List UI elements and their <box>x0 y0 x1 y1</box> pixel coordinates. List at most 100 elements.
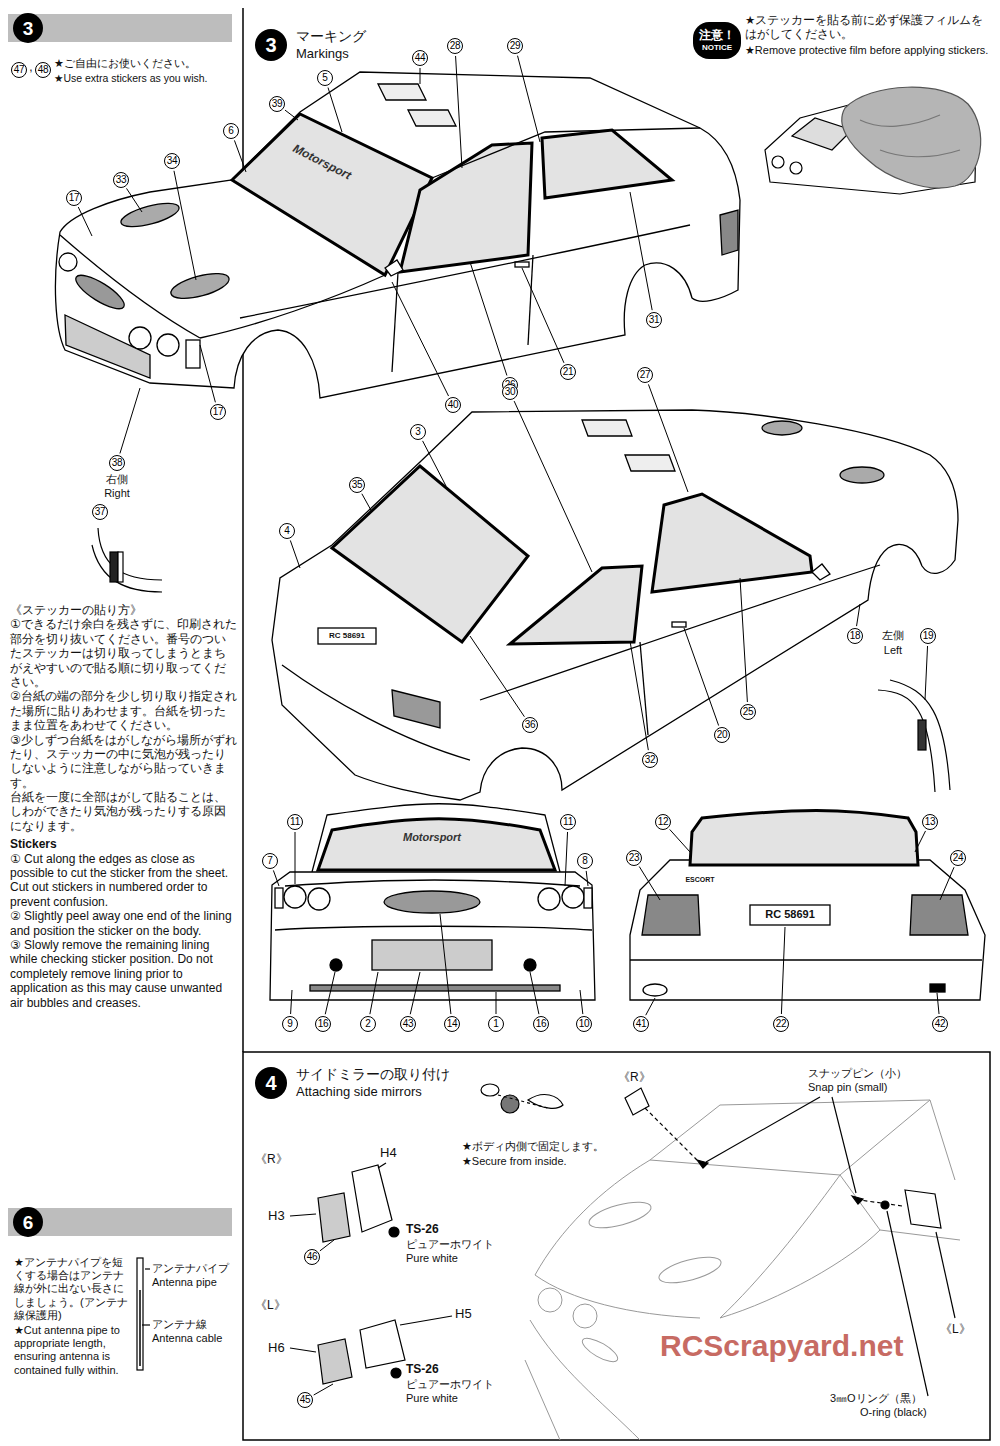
number-plate <box>318 628 376 644</box>
body-crease <box>480 565 880 700</box>
notice-text: 注意！ <box>699 28 735 43</box>
door-handle <box>672 622 686 627</box>
callout-number: 45 <box>297 1392 313 1408</box>
callout-number: 30 <box>502 384 518 400</box>
callout-number: 25 <box>740 704 756 720</box>
hood-edge <box>200 275 385 338</box>
plate-text: RC 58691 <box>765 908 815 921</box>
assembly-line <box>860 1200 902 1206</box>
mirror-install <box>625 1088 955 1396</box>
roof-edge <box>432 128 700 178</box>
hood-vent <box>840 467 884 483</box>
leader-line <box>120 388 140 453</box>
leader-line <box>470 636 524 717</box>
leader-line <box>290 540 300 568</box>
bumper-line <box>282 665 470 760</box>
instruction-text: ★Remove protective film before applying … <box>745 44 990 57</box>
mirror-housing <box>360 1320 405 1368</box>
body-outline <box>55 72 740 398</box>
air-intake <box>372 940 492 970</box>
leader-line <box>514 401 592 572</box>
leader-line <box>285 110 298 120</box>
detail-line <box>92 545 162 592</box>
label-text: TS-26 <box>406 1222 439 1236</box>
callout-number: 12 <box>655 814 671 830</box>
leader-line <box>630 641 648 750</box>
leader-line <box>174 171 196 280</box>
windshield-sticker <box>232 114 432 275</box>
film-illustration <box>765 87 981 194</box>
mirror-glass <box>318 1339 352 1384</box>
callout-number: 2 <box>360 1016 376 1032</box>
window-sticker <box>332 466 528 642</box>
mirror-stem <box>481 1084 499 1096</box>
callout-number: 47 <box>11 62 27 78</box>
leader-line <box>291 990 292 1014</box>
callout-number: 11 <box>287 814 303 830</box>
body-line <box>840 1175 960 1240</box>
air-intake <box>65 315 150 378</box>
instruction-text: 台紙を一度に全部はがして貼ることは、しわができたり気泡が残ったりする原因になりま… <box>10 790 237 833</box>
callout-number: 22 <box>773 1016 789 1032</box>
callout-number: 6 <box>223 123 239 139</box>
text-column: ★アンテナパイプを短くする場合はアンテナ線が外に出ない長さにしましょう。(アンテ… <box>14 1256 132 1377</box>
grille <box>71 270 128 315</box>
leader-line <box>320 1240 334 1251</box>
instruction-text: ③少しずつ台紙をはがしながら場所がずれたり、ステッカーの中に気泡が残ったりしない… <box>10 733 237 791</box>
label-text: Antenna cable <box>152 1332 222 1345</box>
label-text: H5 <box>455 1306 472 1322</box>
body-line <box>650 1100 930 1160</box>
instruction-text: ③ Slowly remove the remaining lining whi… <box>10 938 237 1010</box>
film-wrinkle <box>860 115 960 157</box>
label-text: Pure white <box>406 1392 458 1405</box>
label-text: TS-26 <box>406 1362 439 1376</box>
callout-number: 1 <box>488 1016 504 1032</box>
callout-number: 20 <box>714 727 730 743</box>
bumper-line <box>525 1360 560 1440</box>
leader-line <box>565 832 568 886</box>
leader-line <box>295 832 296 884</box>
step-circle: 3 <box>255 29 287 61</box>
hood-vent <box>657 1252 724 1288</box>
label-text: O-ring (black) <box>860 1406 927 1419</box>
reflector <box>930 984 945 992</box>
leader-line <box>440 914 451 1014</box>
callout-number: 10 <box>576 1016 592 1032</box>
body-outline <box>272 410 958 800</box>
callout-number: 38 <box>109 455 125 471</box>
leader-line <box>857 604 860 626</box>
hood-line <box>285 880 580 886</box>
callout-number: 32 <box>642 752 658 768</box>
leader-line <box>200 345 215 402</box>
fog-light <box>330 959 342 971</box>
leader-line <box>832 1097 856 1193</box>
step-title: Markings <box>296 46 366 62</box>
callout-number: 43 <box>400 1016 416 1032</box>
antenna-pipe <box>137 1258 143 1370</box>
callout-number: 28 <box>447 38 463 54</box>
label-text: ピュアーホワイト <box>406 1378 494 1391</box>
headlight <box>157 334 179 356</box>
windshield-banner: Motorsport <box>403 831 461 844</box>
callout-number: 13 <box>922 814 938 830</box>
exhaust <box>643 984 667 996</box>
body-crease <box>240 225 690 318</box>
callout-number: 17 <box>66 190 82 206</box>
instruction-text: ★Cut antenna pipe to appropriate length,… <box>14 1324 132 1377</box>
leader-line <box>470 262 507 375</box>
headlight <box>284 886 306 908</box>
leader-line <box>423 441 446 486</box>
leader-line <box>586 871 588 886</box>
body-line <box>535 1275 700 1318</box>
roof-vent <box>378 84 426 100</box>
leader-line <box>887 1211 928 1396</box>
roof-vent <box>408 110 456 126</box>
callout-number: 37 <box>92 504 108 520</box>
step-number-text: 3 <box>23 19 34 38</box>
label-text: ★Use extra stickers as you wish. <box>54 72 208 85</box>
indicator <box>275 888 283 908</box>
label-text: 右側 <box>106 473 128 486</box>
body-outline <box>630 860 985 1000</box>
leader-line <box>940 867 954 900</box>
label-text: ★ご自由にお使いください。 <box>54 57 196 70</box>
